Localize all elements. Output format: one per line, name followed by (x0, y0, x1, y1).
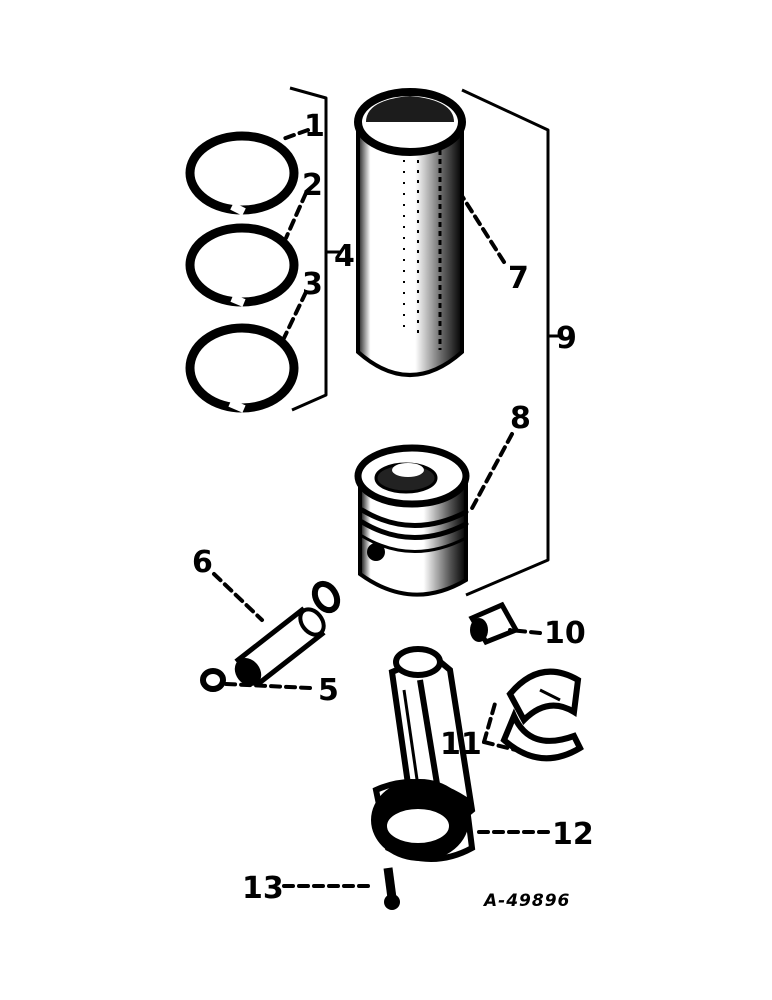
leader-line-5 (224, 682, 312, 690)
callout-2: 2 (302, 168, 323, 203)
piston (354, 444, 470, 597)
piston-pin (234, 606, 326, 688)
connecting-rod (371, 646, 476, 862)
rod-bolt (383, 867, 400, 910)
leader-line-10 (508, 628, 542, 635)
callout-5: 5 (318, 673, 339, 708)
cylinder-sleeve (354, 88, 466, 377)
callout-13: 13 (242, 871, 284, 906)
leader-line-8 (468, 432, 514, 514)
callout-7: 7 (508, 261, 529, 296)
bearing-shells (500, 668, 584, 762)
callout-8: 8 (510, 401, 531, 436)
callout-4: 4 (334, 239, 355, 274)
callout-3: 3 (302, 267, 323, 302)
piston-ring-3 (185, 323, 299, 413)
snap-ring-upper (311, 580, 341, 614)
snap-ring-lower (200, 668, 226, 692)
callout-1: 1 (304, 109, 325, 144)
piston-ring-1 (185, 131, 299, 216)
leader-line-1 (278, 128, 310, 142)
figure-id: A-49896 (482, 891, 570, 911)
leader-line-3 (282, 290, 308, 340)
callout-6: 6 (192, 545, 213, 580)
callout-11: 11 (440, 727, 482, 762)
leader-line-2 (284, 191, 308, 240)
leader-line-11a (482, 698, 498, 744)
pin-bushing (468, 601, 520, 646)
callout-10: 10 (544, 616, 586, 651)
leader-line-11b (482, 740, 526, 754)
piston-ring-2 (185, 223, 299, 307)
callout-12: 12 (552, 817, 594, 852)
leader-line-7 (460, 194, 506, 264)
assembly-bracket (461, 88, 550, 597)
leader-line-6 (212, 572, 264, 622)
ring-set-bracket (289, 86, 328, 412)
callout-9: 9 (556, 321, 577, 356)
